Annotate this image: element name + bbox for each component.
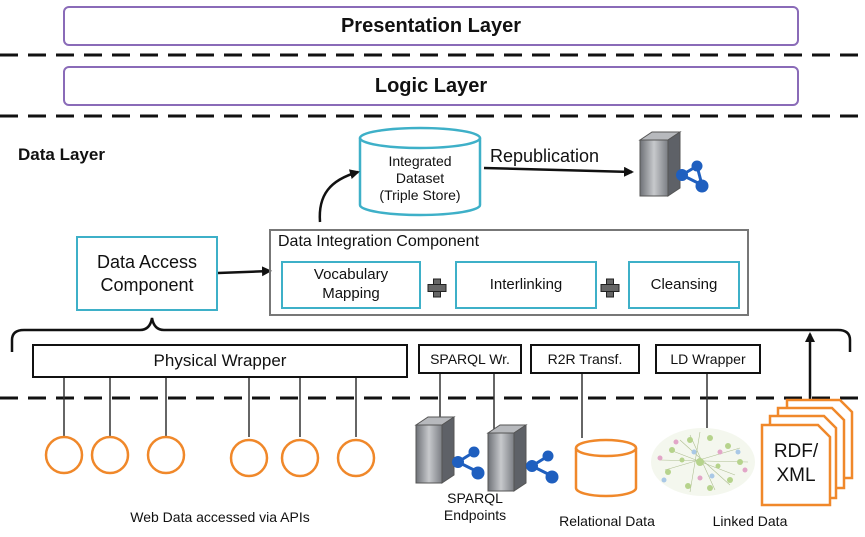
data-access-component-box: Data Access Component [76, 236, 218, 311]
dataset-label-line1: Integrated [388, 153, 452, 169]
dataset-label: Integrated Dataset (Triple Store) [360, 153, 480, 203]
sparql-server-icon [486, 424, 559, 492]
sparql-endpoints-label: SPARQL Endpoints [420, 490, 530, 524]
integration-box [269, 229, 749, 316]
physical-wrapper-box: Physical Wrapper [32, 344, 408, 378]
cleansing-label: Cleansing [650, 275, 718, 293]
api-source-icons [44, 435, 376, 478]
data-access-line2: Component [100, 274, 194, 295]
sparql-wrapper-box: SPARQL Wr. [418, 344, 522, 374]
r2r-transformer-label: R2R Transf. [547, 351, 623, 367]
triple-store-database-icon [358, 126, 482, 217]
plus-icon [600, 278, 620, 298]
linked-data-cloud-icon [651, 428, 755, 496]
integration-title: Data Integration Component [278, 233, 480, 250]
cleansing-box: Cleansing [628, 261, 740, 309]
rdf-document-stack-icon [760, 398, 854, 507]
vocabulary-mapping-box: Vocabulary Mapping [281, 261, 421, 309]
republication-server-icon [638, 131, 709, 197]
curve-arrow-to-dataset [318, 169, 360, 223]
sparql-endpoints-line1: SPARQL [447, 490, 503, 506]
presentation-layer-label: Presentation Layer [340, 14, 522, 37]
vocabulary-line2: Mapping [322, 285, 380, 302]
access-to-integration-arrow [217, 266, 272, 277]
r2r-transformer-box: R2R Transf. [530, 344, 640, 374]
sparql-endpoints-line2: Endpoints [443, 506, 507, 523]
ld-wrapper-label: LD Wrapper [670, 351, 746, 367]
presentation-layer-box: Presentation Layer [63, 6, 799, 46]
physical-wrapper-label: Physical Wrapper [153, 351, 287, 370]
logic-layer-label: Logic Layer [374, 74, 488, 97]
rdf-line2: XML [776, 464, 816, 486]
rdf-xml-label: RDF/ XML [764, 440, 828, 488]
republication-label: Republication [490, 146, 600, 166]
sparql-server-icon [414, 416, 485, 484]
plus-icon [427, 278, 447, 298]
data-access-line1: Data Access [96, 252, 198, 272]
relational-database-icon [574, 438, 638, 498]
interlinking-box: Interlinking [455, 261, 597, 309]
dataset-label-line3: (Triple Store) [379, 186, 461, 203]
relational-data-label: Relational Data [559, 513, 655, 529]
interlinking-label: Interlinking [489, 275, 563, 293]
data-layer-label: Data Layer [18, 145, 105, 164]
ld-wrapper-box: LD Wrapper [655, 344, 761, 374]
vocabulary-line1: Vocabulary [313, 266, 389, 284]
web-apis-label: Web Data accessed via APIs [130, 509, 310, 525]
linked-data-label: Linked Data [712, 513, 788, 529]
wrapper-brace [10, 317, 852, 352]
logic-layer-box: Logic Layer [63, 66, 799, 106]
republication-arrow [483, 166, 634, 177]
rdf-line1: RDF/ [773, 441, 819, 462]
dataset-label-line2: Dataset [395, 169, 445, 186]
sparql-wrapper-label: SPARQL Wr. [430, 351, 510, 367]
